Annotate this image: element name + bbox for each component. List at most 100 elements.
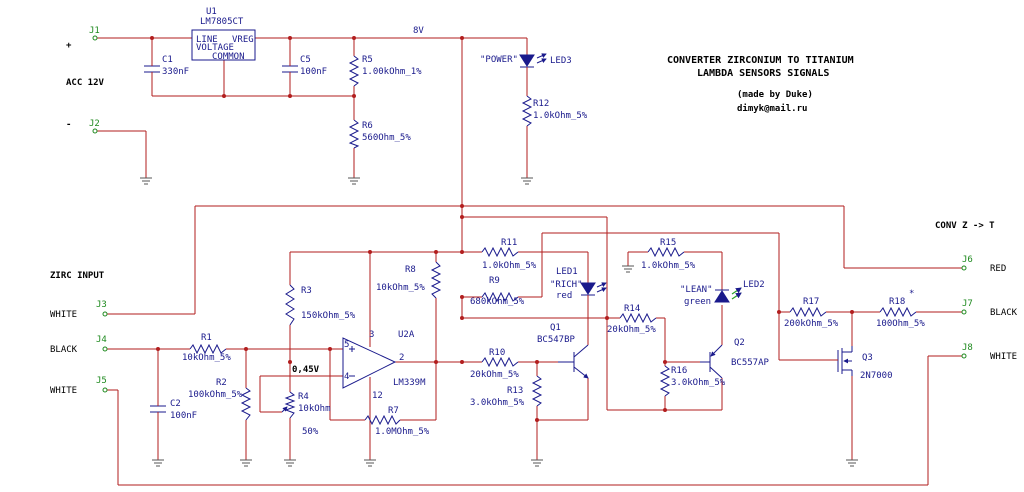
r9-label: R9	[489, 276, 500, 286]
c5-value: 100nF	[300, 67, 327, 77]
r5-label: R5	[362, 55, 373, 65]
title-line1: CONVERTER ZIRCONIUM TO TITANIUM	[667, 55, 854, 66]
resistor-r16	[659, 365, 671, 397]
r6-value: 560Ohm_5%	[362, 133, 411, 143]
j3-label: J3	[96, 300, 107, 310]
capacitor-c1	[144, 62, 160, 76]
j4-label: J4	[96, 335, 107, 345]
r10-value: 20kOhm_5%	[470, 370, 519, 380]
email-text: dimyk@mail.ru	[737, 103, 807, 114]
r18-value: 100Ohm_5%	[876, 319, 925, 329]
led3-label: LED3	[550, 56, 572, 66]
resistor-r15	[647, 246, 685, 258]
rich-label: "RICH"	[550, 280, 583, 290]
j5-wire: WHITE	[50, 386, 77, 396]
connector-j5	[102, 387, 108, 393]
r11-label: R11	[501, 238, 517, 248]
power-label: "POWER"	[480, 55, 518, 65]
c5-label: C5	[300, 55, 311, 65]
q3-label: Q3	[862, 353, 873, 363]
u1-voltage: VOLTAGE	[196, 43, 234, 53]
j7-wire: BLACK	[990, 308, 1018, 318]
j3-wire: WHITE	[50, 310, 77, 320]
voltage-regulator-u1	[191, 29, 256, 61]
u2a-pin4: 4	[344, 372, 349, 382]
r2-label: R2	[216, 378, 227, 388]
transistor-q1	[558, 344, 589, 379]
rich-color: red	[556, 291, 572, 301]
r14-label: R14	[624, 304, 640, 314]
j8-label: J8	[962, 343, 973, 353]
j7-label: J7	[962, 299, 973, 309]
u2a-pin2: 2	[399, 353, 404, 363]
r12-value: 1.0kOhm_5%	[533, 111, 588, 121]
q3-part: 2N7000	[860, 371, 893, 381]
u2a-label: U2A	[398, 330, 415, 340]
resistor-r2	[240, 387, 252, 421]
ground-symbols-bottom	[152, 459, 858, 467]
r11-value: 1.0kOhm_5%	[482, 261, 537, 271]
r7-label: R7	[388, 406, 399, 416]
j6-wire: RED	[990, 264, 1006, 274]
j2-label: J2	[89, 119, 100, 129]
power-supply: U1 LM7805CT LINE VREG VOLTAGE COMMON C1 …	[97, 7, 588, 252]
u2a-pin12: 12	[372, 391, 383, 401]
r3-value: 150kOhm_5%	[301, 311, 356, 321]
conv-label: CONV Z -> T	[935, 221, 995, 231]
minus-label: -	[66, 120, 71, 130]
r15-value: 1.0kOhm_5%	[641, 261, 696, 271]
r16-value: 3.0kOhm_5%	[671, 378, 726, 388]
r1-value: 10kOhm_5%	[182, 353, 231, 363]
r13-value: 3.0kOhm_5%	[470, 398, 525, 408]
vref-label: 0,45V	[292, 365, 320, 375]
led1-rich-indicator	[580, 282, 607, 345]
j8-wire: WHITE	[990, 352, 1017, 362]
r13-label: R13	[507, 386, 523, 396]
r3-label: R3	[301, 286, 312, 296]
r18-star: *	[909, 289, 914, 299]
transistor-q2	[700, 344, 723, 379]
led2-label: LED2	[743, 280, 765, 290]
zirc-input-label: ZIRC INPUT	[50, 271, 105, 281]
connector-j4	[102, 346, 108, 352]
ground-symbol	[140, 177, 533, 185]
resistor-r1	[189, 343, 227, 355]
resistor-r10	[481, 356, 519, 368]
c1-label: C1	[162, 55, 173, 65]
r1-label: R1	[201, 333, 212, 343]
r8-value: 10kOhm_5%	[376, 283, 425, 293]
lean-color: green	[684, 297, 711, 307]
r15-label: R15	[660, 238, 676, 248]
led1-label: LED1	[556, 267, 578, 277]
resistor-r7	[364, 414, 401, 426]
r17-value: 200kOhm_5%	[784, 319, 839, 329]
c1-value: 330nF	[162, 67, 189, 77]
r16-label: R16	[671, 366, 687, 376]
title-line2: LAMBDA SENSORS SIGNALS	[697, 68, 829, 79]
r9-value: 680kOhm_5%	[470, 297, 525, 307]
connector-j6	[961, 265, 967, 271]
u1-line-pin: LINE	[196, 35, 218, 45]
r4-value: 10kOhm	[298, 404, 331, 414]
resistor-r12	[521, 95, 533, 127]
acc-label: ACC 12V	[66, 78, 105, 88]
resistor-r3	[285, 284, 295, 326]
capacitor-c5	[282, 62, 298, 76]
connector-j7	[961, 309, 967, 315]
resistor-r18	[879, 306, 917, 318]
resistor-r14	[619, 312, 657, 324]
r14-value: 20kOhm_5%	[607, 325, 656, 335]
j1-label: J1	[89, 26, 100, 36]
resistor-r9	[481, 291, 519, 303]
resistor-r5	[348, 55, 360, 87]
u2a-pin5: 5	[344, 340, 349, 350]
credit-text: (made by Duke)	[737, 90, 813, 100]
r7-value: 1.0MOhm_5%	[375, 427, 430, 437]
r4-percent: 50%	[302, 427, 319, 437]
capacitor-c2	[150, 402, 166, 416]
led2-lean-indicator	[714, 287, 742, 303]
u1-label: U1	[206, 7, 217, 17]
c2-value: 100nF	[170, 411, 197, 421]
u1-vreg-pin: VREG	[232, 35, 254, 45]
